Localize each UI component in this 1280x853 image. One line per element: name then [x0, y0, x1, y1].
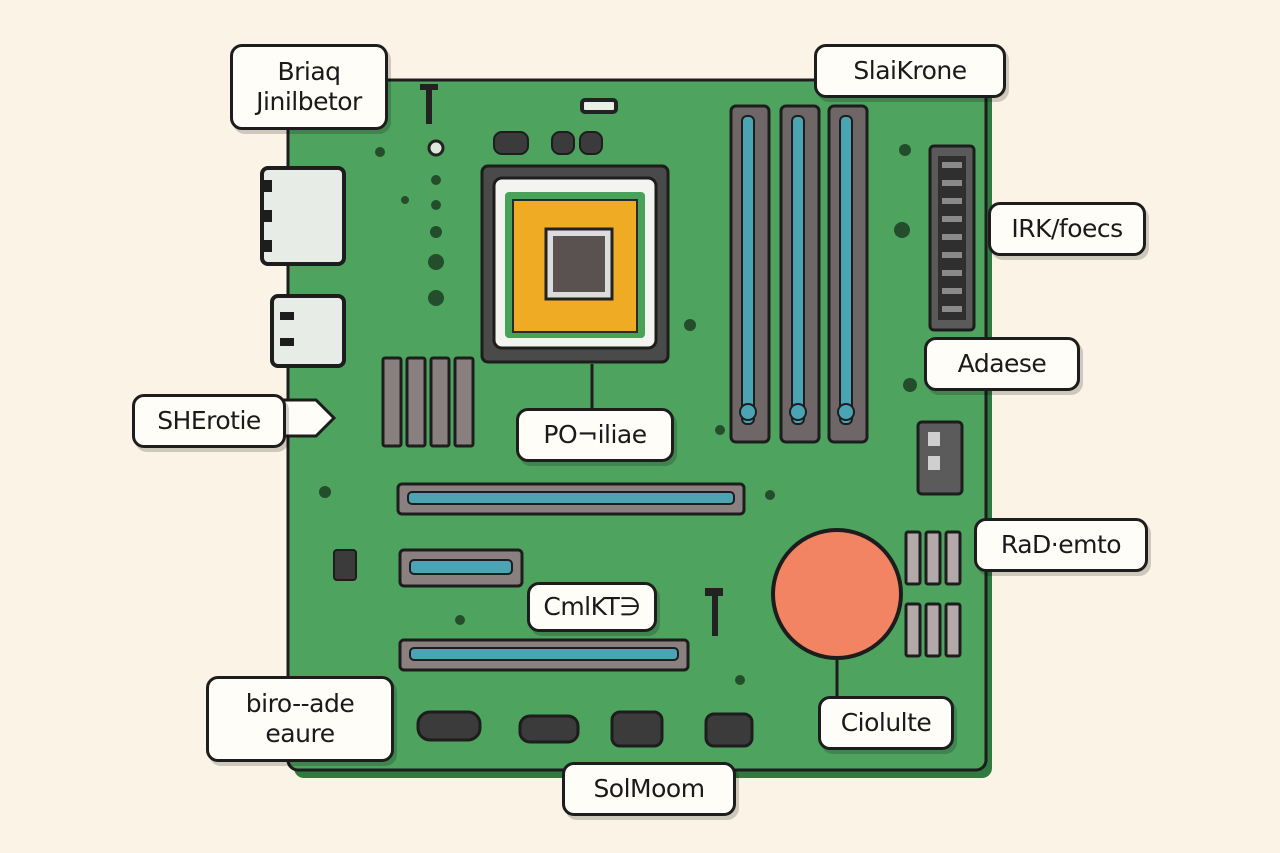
power-connector [928, 144, 976, 332]
label-top-left: Briaq Jinilbetor [230, 44, 388, 130]
label-bottom-left: biro--ade eaure [206, 676, 394, 762]
header-pin [928, 432, 940, 446]
label-bottom-center-text: SolMoom [593, 774, 705, 803]
label-bottom-right-text: Ciolulte [840, 708, 932, 737]
label-bottom-right: Ciolulte [818, 696, 954, 750]
label-right-lower-text: RaD·emto [1000, 530, 1122, 559]
label-top-right-text: SlaiKrone [853, 56, 967, 85]
vrm-heatsink [381, 356, 475, 448]
label-center-lower-text: CmlKT∋ [543, 592, 641, 621]
label-left-mid-text: SHErotie [157, 406, 261, 435]
io-ports [260, 166, 346, 368]
label-right-upper-text: IRK/foecs [1011, 214, 1123, 243]
right-lower-chips [904, 530, 962, 658]
label-center-lower: CmlKT∋ [527, 582, 657, 632]
left-small-chip [333, 549, 357, 581]
label-top-right: SlaiKrone [814, 44, 1006, 98]
top-small-chip [580, 98, 618, 114]
label-top-left-line2: Jinilbetor [256, 87, 362, 116]
header-pin [928, 456, 940, 470]
label-bottom-left-line1: biro--ade [245, 689, 355, 718]
label-bottom-center: SolMoom [562, 762, 736, 816]
cpu-socket [480, 164, 670, 364]
label-left-mid: SHErotie [132, 394, 286, 448]
cmos-battery [771, 528, 903, 660]
bottom-connectors [416, 710, 754, 748]
label-center-cpu: PO¬iliae [516, 408, 674, 462]
label-right-upper: IRK/foecs [988, 202, 1146, 256]
label-right-mid-text: Adaese [957, 349, 1047, 378]
label-right-mid: Adaese [924, 337, 1080, 391]
ram-slots [729, 104, 869, 444]
label-top-left-line1: Briaq [277, 57, 341, 86]
cpu-capacitors [493, 131, 603, 155]
solder-dots [319, 144, 917, 685]
label-center-cpu-text: PO¬iliae [543, 420, 647, 449]
center-header [705, 588, 723, 636]
label-right-lower: RaD·emto [974, 518, 1148, 572]
label-bottom-left-line2: eaure [265, 719, 335, 748]
top-header-pins [420, 84, 445, 157]
pcie-slots [396, 482, 746, 672]
